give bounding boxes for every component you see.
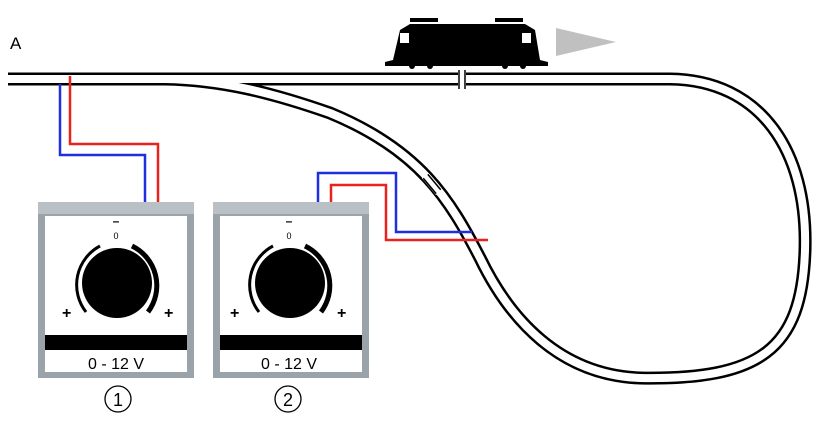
wires-controller-1 (58, 76, 160, 203)
controller-2[interactable]: – 0 + + 0 - 12 V (213, 202, 369, 378)
voltage-knob[interactable] (82, 248, 152, 318)
controller-1[interactable]: – 0 + + 0 - 12 V (38, 202, 194, 378)
wires-controller-2 (316, 171, 488, 242)
range-label: 0 - 12 V (88, 356, 144, 373)
direction-arrow-icon (556, 28, 616, 56)
controller-number-1: 1 (113, 390, 123, 410)
range-label: 0 - 12 V (261, 356, 317, 373)
number-circle-1 (104, 385, 132, 413)
isolating-gap-branch (421, 173, 443, 195)
zero-mark: 0 (286, 231, 291, 241)
plus-right: + (337, 305, 346, 322)
minus-mark: – (286, 214, 293, 228)
section-label: A (10, 34, 22, 53)
isolating-gap-main (458, 68, 466, 90)
minus-mark: – (113, 214, 120, 228)
plus-left: + (230, 305, 239, 322)
track-loop (8, 72, 812, 385)
plus-left: + (62, 305, 71, 322)
voltage-knob[interactable] (255, 248, 325, 318)
number-circle-2 (274, 385, 302, 413)
plus-right: + (164, 305, 173, 322)
zero-mark: 0 (113, 231, 118, 241)
controller-number-2: 2 (283, 390, 293, 410)
locomotive-icon (385, 18, 548, 69)
